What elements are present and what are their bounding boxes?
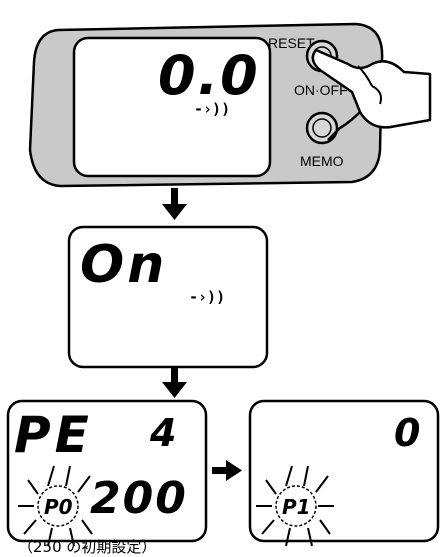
device-signal-glyph: -›)) bbox=[194, 100, 230, 118]
reset-label: RESET bbox=[268, 35, 315, 51]
screen-on-text: On bbox=[80, 235, 167, 295]
screen-pe-mode-text: PE bbox=[14, 406, 93, 464]
down-arrow-icon bbox=[162, 367, 187, 398]
screen-p1-value: 0 bbox=[394, 411, 420, 455]
screen-pe-value: 200 bbox=[90, 473, 188, 524]
screen-on: On -›)) bbox=[67, 225, 269, 369]
device: 0.0 -›)) RESET ON·OFF MEMO bbox=[28, 22, 384, 188]
hand-pointer-icon bbox=[311, 48, 432, 141]
screen-p1-blink-code: P1 bbox=[282, 495, 311, 519]
screen-pe-mode-value: 4 bbox=[149, 411, 176, 455]
blink-rays-icon bbox=[18, 465, 93, 547]
blink-circle bbox=[37, 485, 79, 527]
screen-p1: 0 P1 bbox=[248, 399, 440, 547]
right-arrow-icon bbox=[212, 460, 242, 481]
blink-circle bbox=[275, 485, 317, 527]
onoff-label: ON·OFF bbox=[294, 82, 348, 98]
memo-label: MEMO bbox=[300, 153, 344, 169]
memo-button[interactable] bbox=[305, 111, 339, 145]
caption: （250 の初期設定） bbox=[18, 538, 156, 556]
screen-pe-blink-code: P0 bbox=[44, 495, 73, 519]
device-lcd-screen bbox=[72, 36, 272, 178]
screen-pe: PE 4 200 P0 bbox=[6, 399, 208, 547]
device-display-reading: 0.0 bbox=[158, 44, 260, 107]
down-arrow-icon bbox=[162, 188, 187, 220]
screen-on-signal-glyph: -›)) bbox=[189, 288, 225, 306]
blink-rays-icon bbox=[256, 465, 334, 547]
